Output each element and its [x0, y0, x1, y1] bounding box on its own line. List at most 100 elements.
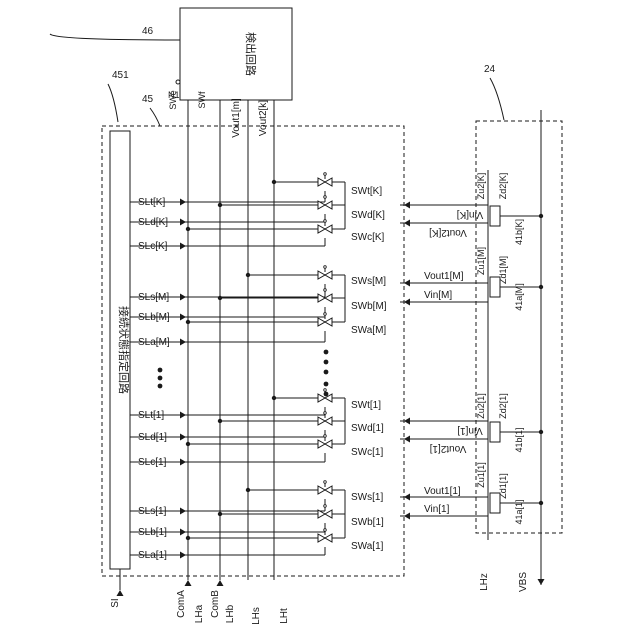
- vout1m-label: Vout1[m]: [231, 98, 242, 138]
- detect-circuit-box: [180, 8, 292, 100]
- signal-vout2-1: Vout2[1]: [429, 443, 466, 454]
- select-label-sla-m: SLa[M]: [138, 337, 170, 348]
- switch-swb-m-right: [325, 294, 332, 302]
- switch-swb-m-gate-bubble: [324, 289, 327, 292]
- row-node-sws-1: [246, 488, 250, 492]
- switch-swd-1-gate-bubble: [324, 412, 327, 415]
- comb-label: ComB: [210, 590, 221, 618]
- swe-label: SWe: [168, 90, 178, 109]
- symbols: [117, 80, 545, 596]
- signal-arrow-vin-m: [404, 299, 410, 306]
- select-label-sld-k: SLd[K]: [138, 217, 168, 228]
- select-label-slt-k: SLt[K]: [138, 197, 165, 208]
- select-label-slb-m: SLb[M]: [138, 312, 170, 323]
- element-label-zd1-1: Zd1[1]: [498, 473, 508, 499]
- signal-arrow-vin-k: [404, 202, 410, 209]
- ellipsis-dot-1: [158, 376, 163, 381]
- switch-swc-k-left: [318, 225, 325, 233]
- state-circuit-leader: [108, 84, 118, 122]
- switch-swb-1-right: [325, 510, 332, 518]
- si-label: SI: [110, 598, 121, 607]
- row-node-swt-k: [272, 180, 276, 184]
- select-arrow-swt-1: [180, 412, 186, 419]
- switch-label-swd-k: SWd[K]: [351, 210, 385, 221]
- comb-arrow: [217, 580, 224, 586]
- select-arrow-swb-m: [180, 314, 186, 321]
- element-label-zu2-1: Zu2[1]: [476, 393, 486, 419]
- element-body-1-top: [490, 422, 500, 442]
- switch-swc-1-left: [318, 440, 325, 448]
- switch-sws-m-right: [325, 271, 332, 279]
- switch-sws-1-left: [318, 486, 325, 494]
- switch-swb-m-left: [318, 294, 325, 302]
- switch-label-swb-1: SWb[1]: [351, 517, 384, 528]
- switch-swb-1-gate-bubble: [324, 505, 327, 508]
- switch-block-leader: [150, 108, 160, 126]
- switch-swt-k-gate-bubble: [324, 173, 327, 176]
- element-block-ref: 24: [484, 64, 496, 75]
- switch-sws-1-right: [325, 486, 332, 494]
- lha-label: LHa: [194, 604, 205, 623]
- element-label-41a-m: 41a[M]: [514, 283, 524, 311]
- select-label-slc-1: SLc[1]: [138, 457, 167, 468]
- switch-swd-k-gate-bubble: [324, 196, 327, 199]
- switch-sws-m-left: [318, 271, 325, 279]
- switch-swa-m-left: [318, 318, 325, 326]
- state-circuit-ref: 451: [112, 70, 129, 81]
- switch-swd-k-right: [325, 201, 332, 209]
- select-label-sls-m: SLs[M]: [138, 292, 169, 303]
- ellipsis-dot-7: [324, 392, 329, 397]
- switch-label-swc-1: SWc[1]: [351, 447, 383, 458]
- select-arrow-swd-k: [180, 219, 186, 226]
- n1-node: [176, 80, 180, 84]
- select-label-sla-1: SLa[1]: [138, 550, 167, 561]
- switch-swt-1-gate-bubble: [324, 389, 327, 392]
- signal-arrow-vout1-1: [404, 494, 410, 501]
- vbs-node-m: [539, 285, 543, 289]
- row-node-swa-m: [186, 320, 190, 324]
- select-arrow-swa-1: [180, 552, 186, 559]
- lhb-label: LHb: [225, 604, 236, 623]
- signal-vout1-1: Vout1[1]: [424, 486, 461, 497]
- lhs-label: LHs: [251, 607, 262, 625]
- switch-label-swt-k: SWt[K]: [351, 186, 382, 197]
- swf-label: SWf: [197, 91, 207, 108]
- element-label-41b-k: 41b[K]: [514, 219, 524, 245]
- detect-circuit-label: 検出回路: [244, 32, 258, 76]
- switch-label-swa-1: SWa[1]: [351, 541, 384, 552]
- element-label-41a-1: 41a[1]: [514, 499, 524, 524]
- select-arrow-sws-1: [180, 508, 186, 515]
- ellipsis-dot-2: [158, 384, 163, 389]
- row-node-sws-m: [246, 273, 250, 277]
- coma-label: ComA: [176, 590, 187, 618]
- select-label-sld-1: SLd[1]: [138, 432, 167, 443]
- switch-swa-m-right: [325, 318, 332, 326]
- ellipsis-dot-6: [324, 382, 329, 387]
- select-label-slb-1: SLb[1]: [138, 527, 167, 538]
- ellipsis-dot-5: [324, 370, 329, 375]
- switch-swa-m-gate-bubble: [324, 313, 327, 316]
- row-node-swa-1: [186, 536, 190, 540]
- coma-arrow: [185, 580, 192, 586]
- vbs-node-1-top: [539, 430, 543, 434]
- select-arrow-swb-1: [180, 529, 186, 536]
- vbs-label: VBS: [518, 572, 529, 592]
- ellipsis-dot-4: [324, 360, 329, 365]
- lhz-label: LHz: [479, 573, 490, 591]
- element-label-zu1-m: Zu1[M]: [476, 247, 486, 275]
- detect-circuit-ref: 46: [142, 26, 154, 37]
- switch-sws-m-gate-bubble: [324, 266, 327, 269]
- ellipsis-dot-0: [158, 368, 163, 373]
- element-label-zu1-1: Zu1[1]: [476, 462, 486, 488]
- element-block-boundary: [476, 121, 562, 533]
- switch-label-swa-m: SWa[M]: [351, 325, 386, 336]
- switch-swd-1-left: [318, 417, 325, 425]
- signal-vout2-k: Vout2[K]: [429, 227, 467, 238]
- select-arrow-swa-m: [180, 339, 186, 346]
- switch-swc-k-gate-bubble: [324, 220, 327, 223]
- vbs-node-k: [539, 214, 543, 218]
- signal-vin-k: Vin[K]: [457, 209, 484, 220]
- switch-swt-k-right: [325, 178, 332, 186]
- signal-vout1-m: Vout1[M]: [424, 271, 464, 282]
